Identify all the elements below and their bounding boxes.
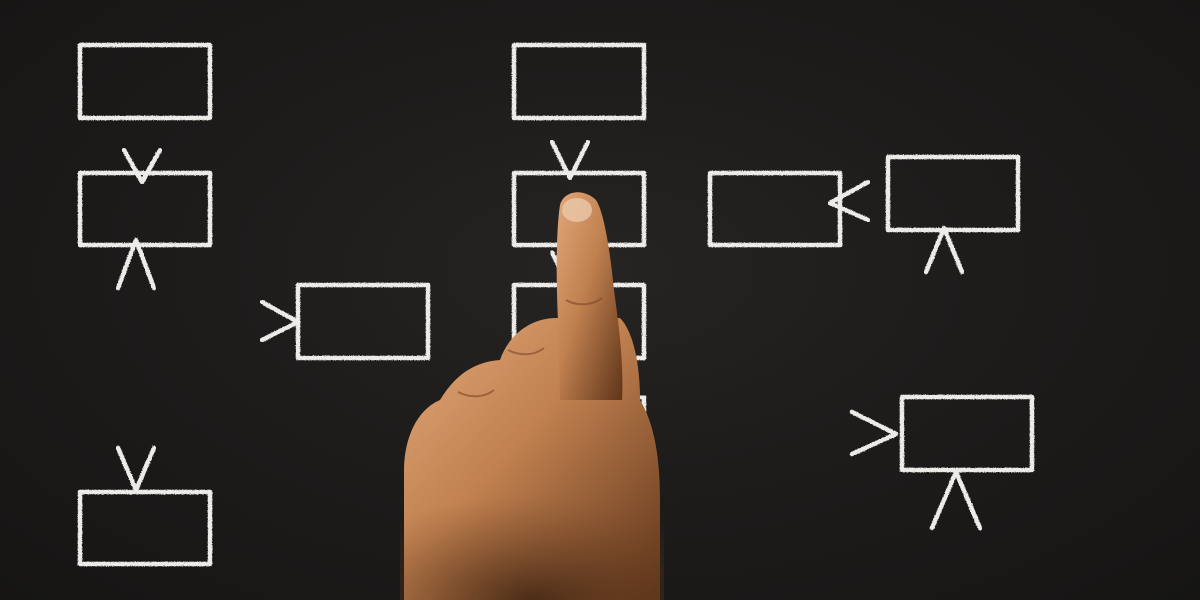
connector-center-left-down xyxy=(341,353,415,435)
arrow-left-to-center-left xyxy=(139,299,301,343)
box-bottom-left xyxy=(77,489,213,567)
arrow-top-right-to-right-middle xyxy=(827,179,891,223)
fingernail xyxy=(562,198,592,222)
connector-left-vertical xyxy=(115,237,157,493)
pointing-hand xyxy=(400,192,664,600)
arrow-center-to-bottom-right xyxy=(650,409,903,457)
box-top-right xyxy=(885,154,1021,233)
box-bottom-right xyxy=(899,394,1035,473)
arrow-bottom-right-up xyxy=(923,225,965,401)
box-top-left xyxy=(77,42,213,121)
hand-index-finger xyxy=(556,192,623,400)
arrow-top-center-down xyxy=(549,113,591,181)
arrow-top-left-down xyxy=(121,113,163,185)
arm-shadow xyxy=(400,470,664,600)
arrow-bottom-up-to-bottom-right xyxy=(929,467,983,600)
box-right-middle xyxy=(707,170,843,248)
box-center-left xyxy=(295,282,431,361)
knuckle-creases xyxy=(457,297,603,398)
box-top-center xyxy=(511,42,647,121)
box-left-middle xyxy=(77,170,213,248)
